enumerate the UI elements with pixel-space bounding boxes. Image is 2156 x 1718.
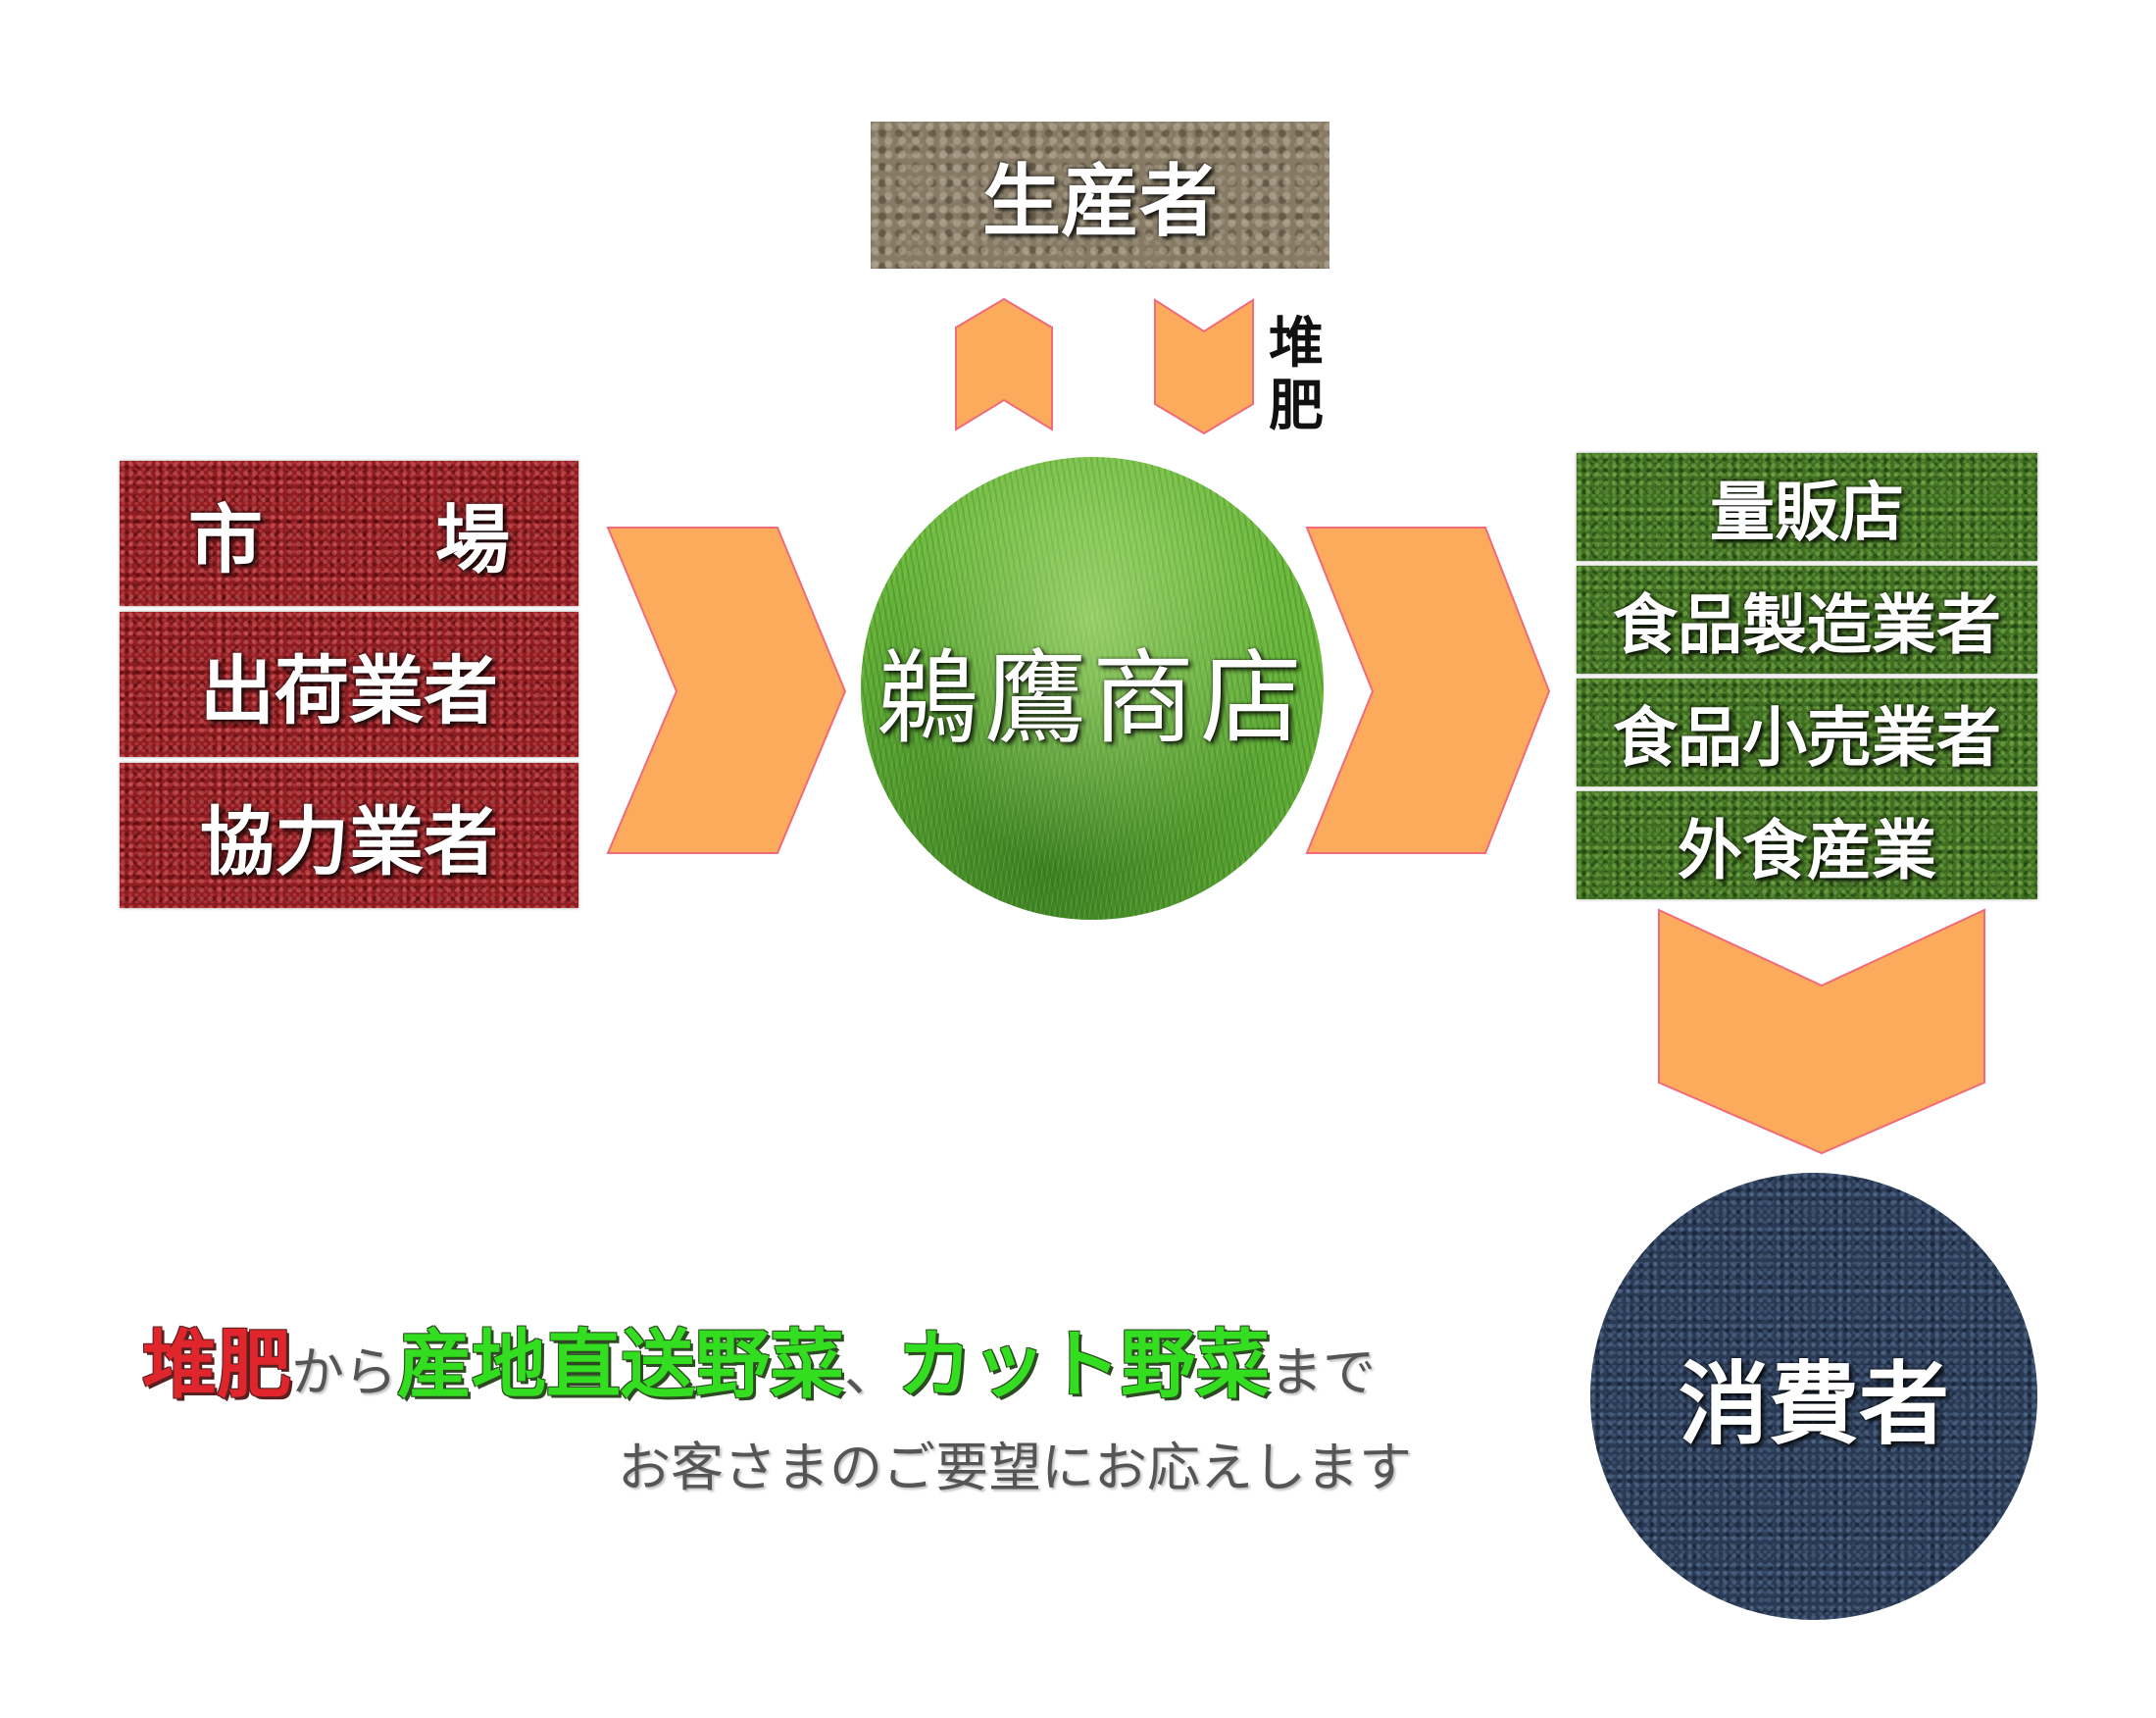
- tagline-comma: 、: [844, 1341, 897, 1403]
- supplier-partners-label: 協力業者: [200, 798, 498, 885]
- arrow-center-to-producer: [955, 297, 1053, 431]
- arrow-suppliers-to-center: [606, 527, 847, 854]
- customer-food-retailer-label: 食品小売業者: [1613, 699, 2001, 776]
- supplier-shippers-label: 出荷業者: [200, 647, 498, 734]
- supplier-partners-box: 協力業者: [120, 763, 578, 908]
- consumer-label: 消費者: [1678, 1350, 1949, 1457]
- tagline-line-1: 堆肥 から 産地直送野菜 、 カット野菜 まで: [142, 1304, 1376, 1412]
- supplier-market-label-right: 場: [435, 496, 510, 583]
- customer-food-manufacturer-label: 食品製造業者: [1613, 586, 2001, 663]
- tagline-from: から: [291, 1341, 397, 1403]
- arrow-producer-to-center-compost: [1154, 298, 1254, 435]
- customer-food-service-box: 外食産業: [1577, 791, 2037, 899]
- consumer-circle: 消費者: [1590, 1173, 2037, 1620]
- arrow-center-to-customers: [1305, 527, 1551, 854]
- customer-mass-retailer-box: 量販店: [1577, 453, 2037, 561]
- customers-stack: 量販店 食品製造業者 食品小売業者 外食産業: [1577, 453, 2037, 899]
- tagline-cut-vegetables: カット野菜: [897, 1321, 1270, 1408]
- center-company-circle: 鵜鷹商店: [861, 457, 1324, 920]
- customer-food-manufacturer-box: 食品製造業者: [1577, 566, 2037, 674]
- tagline-line-2: お客さまのご要望にお応えします: [618, 1437, 1412, 1498]
- producer-box: 生産者: [871, 122, 1329, 269]
- compost-label-char-1: 堆: [1269, 311, 1324, 376]
- customer-mass-retailer-label: 量販店: [1710, 474, 1904, 550]
- supplier-market-box: 市 場: [120, 461, 578, 606]
- arrow-customers-to-consumer: [1658, 908, 1985, 1155]
- tagline-direct-vegetables: 産地直送野菜: [397, 1321, 844, 1408]
- customer-food-service-label: 外食産業: [1678, 812, 1936, 888]
- compost-label: 堆 肥: [1267, 312, 1326, 437]
- center-company-label: 鵜鷹商店: [876, 637, 1308, 758]
- tagline-until: まで: [1270, 1341, 1376, 1403]
- supplier-market-label-left: 市: [188, 496, 263, 583]
- compost-label-char-2: 肥: [1269, 374, 1324, 438]
- producer-label: 生産者: [982, 155, 1218, 247]
- supplier-shippers-box: 出荷業者: [120, 612, 578, 757]
- suppliers-stack: 市 場 出荷業者 協力業者: [120, 461, 578, 908]
- tagline-compost: 堆肥: [142, 1321, 291, 1408]
- customer-food-retailer-box: 食品小売業者: [1577, 679, 2037, 786]
